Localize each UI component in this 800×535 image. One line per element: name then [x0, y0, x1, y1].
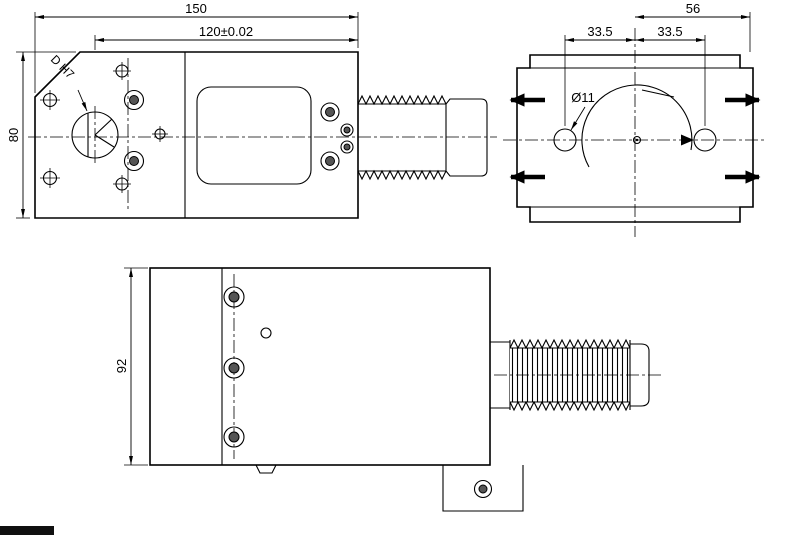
- dimension-150: 150: [34, 1, 359, 93]
- threaded-shank: [357, 94, 488, 181]
- dim-label-right-half: 33.5: [657, 24, 682, 39]
- dimension-33-5-right: 33.5: [635, 24, 706, 126]
- shank-projection-arc: [581, 84, 693, 168]
- leader-line: [570, 106, 586, 131]
- thread-crest-bottom: [509, 400, 631, 412]
- mount-hole: [40, 168, 60, 188]
- bore-wedge-line: [94, 118, 113, 136]
- dim-label-right-width: 56: [686, 1, 700, 16]
- flow-arrowhead: [681, 134, 694, 146]
- clamp-flat-line: [641, 89, 675, 98]
- shank-tip: [445, 98, 488, 177]
- dim-label-height: 80: [6, 128, 21, 142]
- body-screw: [340, 140, 354, 154]
- bottom-left-bar: [0, 526, 54, 535]
- side-body-outline: [149, 267, 491, 466]
- tab-screw-inner: [478, 484, 488, 494]
- dimension-92: 92: [114, 267, 148, 466]
- mount-hole: [113, 62, 131, 80]
- dim-label-side-height: 92: [114, 359, 129, 373]
- body-screw: [320, 102, 340, 122]
- front-body-outline: [34, 51, 359, 219]
- bore-circle: [71, 111, 119, 159]
- socket-screw: [123, 150, 145, 172]
- thread-crest-bottom: [357, 169, 447, 181]
- thread-crest-top: [357, 94, 447, 106]
- dimension-120: 120±0.02: [94, 24, 358, 50]
- mount-hole: [113, 175, 131, 193]
- tab-screw-outer: [473, 479, 493, 499]
- dim-label-left-half: 33.5: [587, 24, 612, 39]
- bore-label-group: D H7: [48, 52, 88, 112]
- hole-diameter-label: Ø11: [571, 90, 595, 105]
- thread-crest-top: [509, 338, 631, 350]
- socket-screw: [223, 286, 245, 308]
- leader-line: [77, 89, 88, 112]
- body-screw: [320, 151, 340, 171]
- front-view: 150 120±0.02 80 D: [6, 1, 497, 219]
- center-point-circle: [632, 135, 642, 145]
- dowel-hole: [260, 327, 272, 339]
- dimension-80: 80: [6, 51, 76, 219]
- clamp-block: [196, 86, 312, 185]
- bottom-tab: [442, 465, 524, 512]
- dim-label-center-width: 120±0.02: [199, 24, 253, 39]
- dimension-33-5-left: 33.5: [564, 24, 635, 126]
- body-screw: [340, 123, 354, 137]
- hole-diameter-label-group: Ø11: [570, 90, 595, 131]
- top-view: 56 33.5 33.5 Ø11: [503, 1, 767, 237]
- side-view: 92: [114, 267, 662, 512]
- coolant-hole-left: [553, 128, 577, 152]
- socket-screw: [223, 357, 245, 379]
- dimension-56: 56: [635, 1, 751, 52]
- center-point-dot: [635, 138, 639, 142]
- mount-hole: [152, 126, 168, 142]
- center-bore: [71, 111, 119, 159]
- mount-hole: [40, 90, 60, 110]
- dim-label-overall-width: 150: [185, 1, 207, 16]
- socket-screw: [123, 89, 145, 111]
- bore-label: D H7: [48, 52, 77, 81]
- tab-outline: [442, 465, 524, 512]
- bottom-pin: [255, 464, 277, 474]
- bore-wedge-line: [94, 134, 115, 148]
- socket-screw: [223, 426, 245, 448]
